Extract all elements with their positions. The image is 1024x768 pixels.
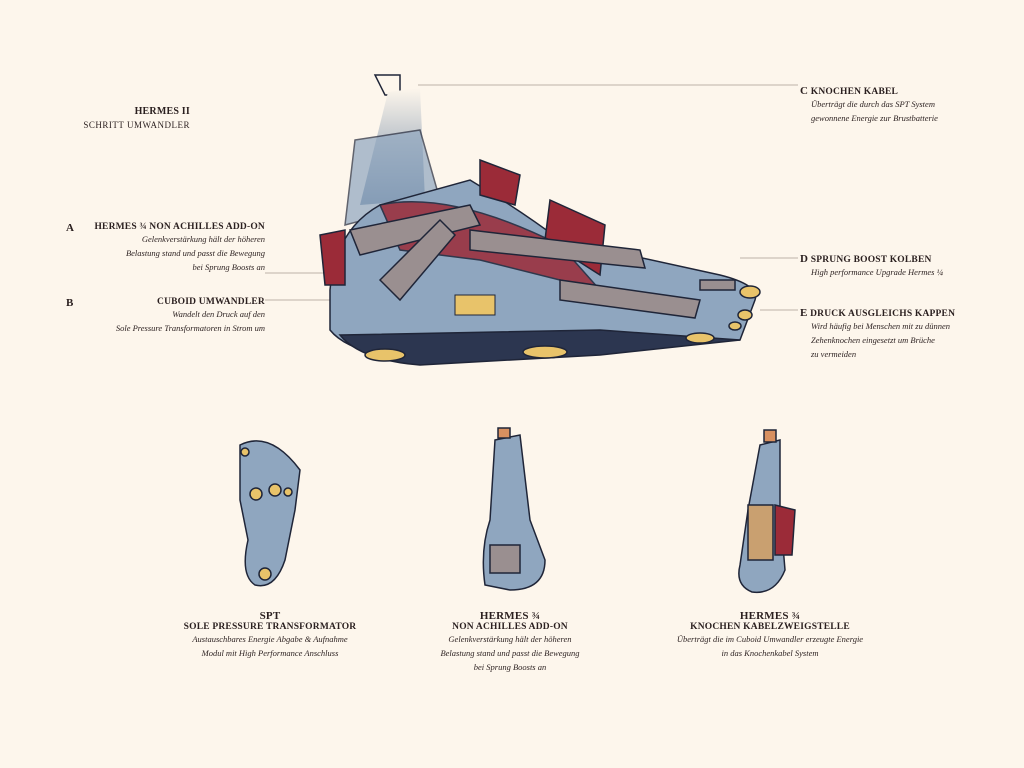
hermes-knochen-kabel-illustration bbox=[738, 429, 796, 594]
callout-b-letter: B bbox=[66, 297, 74, 309]
hermes-non-achilles-illustration bbox=[482, 427, 546, 591]
callout-e-letter: E bbox=[800, 307, 808, 319]
callout-a-letter: A bbox=[66, 222, 74, 234]
callout-a-line: bei Sprung Boosts an bbox=[192, 262, 266, 272]
callout-e-heading: DRUCK AUSGLEICHS KAPPEN bbox=[810, 309, 956, 319]
callout-e-line: Wird häufig bei Menschen mit zu dünnen bbox=[811, 321, 950, 331]
view-line: Gelenkverstärkung hält der höheren bbox=[448, 634, 572, 644]
callout-a: HERMES ¾ NON ACHILLES ADD-ON Gelenkverst… bbox=[94, 222, 265, 274]
view-subtitle: NON ACHILLES ADD-ON bbox=[452, 622, 568, 632]
view-line: Überträgt die im Cuboid Umwandler erzeug… bbox=[676, 634, 864, 644]
main-foot-illustration bbox=[319, 74, 761, 366]
callout-c: C KNOCHEN KABEL Überträgt die durch das … bbox=[800, 85, 1015, 125]
callout-e-line: Zehenknochen eingesetzt um Brüche bbox=[811, 335, 935, 345]
callout-d-line: High performance Upgrade Hermes ¼ bbox=[811, 267, 943, 277]
view-line: in das Knochenkabel System bbox=[721, 648, 819, 658]
spt-sole-illustration bbox=[239, 440, 301, 587]
view-line: bei Sprung Boosts an bbox=[473, 662, 547, 672]
callout-c-letter: C bbox=[800, 85, 809, 97]
view-subtitle: KNOCHEN KABELZWEIGSTELLE bbox=[690, 622, 850, 632]
callout-c-line: gewonnene Energie zur Brustbatterie bbox=[811, 113, 938, 123]
view-subtitle: SOLE PRESSURE TRANSFORMATOR bbox=[183, 622, 357, 632]
view-title: SPT bbox=[259, 610, 281, 622]
callout-d-heading: SPRUNG BOOST KOLBEN bbox=[810, 255, 932, 265]
callout-b-heading: CUBOID UMWANDLER bbox=[157, 297, 265, 307]
callout-e-line: zu vermeiden bbox=[811, 349, 857, 359]
view-caption-spt: SPT SOLE PRESSURE TRANSFORMATOR Austausc… bbox=[160, 610, 380, 660]
callout-e: E DRUCK AUSGLEICHS KAPPEN Wird häufig be… bbox=[800, 307, 1015, 361]
callout-a-line: Belastung stand und passt die Bewegung bbox=[125, 248, 265, 258]
callout-b-line: Wandelt den Druck auf den bbox=[172, 309, 265, 319]
view-line: Belastung stand und passt die Bewegung bbox=[440, 648, 580, 658]
callout-b-line: Sole Pressure Transformatoren in Strom u… bbox=[115, 323, 265, 333]
page-subtitle: SCHRITT UMWANDLER bbox=[83, 120, 190, 130]
callout-a-line: Gelenkverstärkung hält der höheren bbox=[141, 234, 265, 244]
callout-c-line: Überträgt die durch das SPT System bbox=[811, 99, 935, 109]
view-line: Austauschbares Energie Abgabe & Aufnahme bbox=[192, 634, 348, 644]
view-caption-knochen-kabel: HERMES ¾ KNOCHEN KABELZWEIGSTELLE Übertr… bbox=[640, 610, 900, 660]
callout-d: D SPRUNG BOOST KOLBEN High performance U… bbox=[800, 253, 1015, 279]
callout-b: CUBOID UMWANDLER Wandelt den Druck auf d… bbox=[116, 297, 265, 335]
page-title: HERMES II bbox=[134, 106, 190, 117]
view-line: Modul mit High Performance Anschluss bbox=[201, 648, 339, 658]
callout-d-letter: D bbox=[800, 253, 809, 265]
callout-a-heading: HERMES ¾ NON ACHILLES ADD-ON bbox=[94, 222, 265, 232]
view-caption-non-achilles: HERMES ¾ NON ACHILLES ADD-ON Gelenkverst… bbox=[400, 610, 620, 674]
callout-c-heading: KNOCHEN KABEL bbox=[810, 87, 899, 97]
view-title: HERMES ¾ bbox=[479, 610, 541, 622]
view-title: HERMES ¾ bbox=[739, 610, 801, 622]
